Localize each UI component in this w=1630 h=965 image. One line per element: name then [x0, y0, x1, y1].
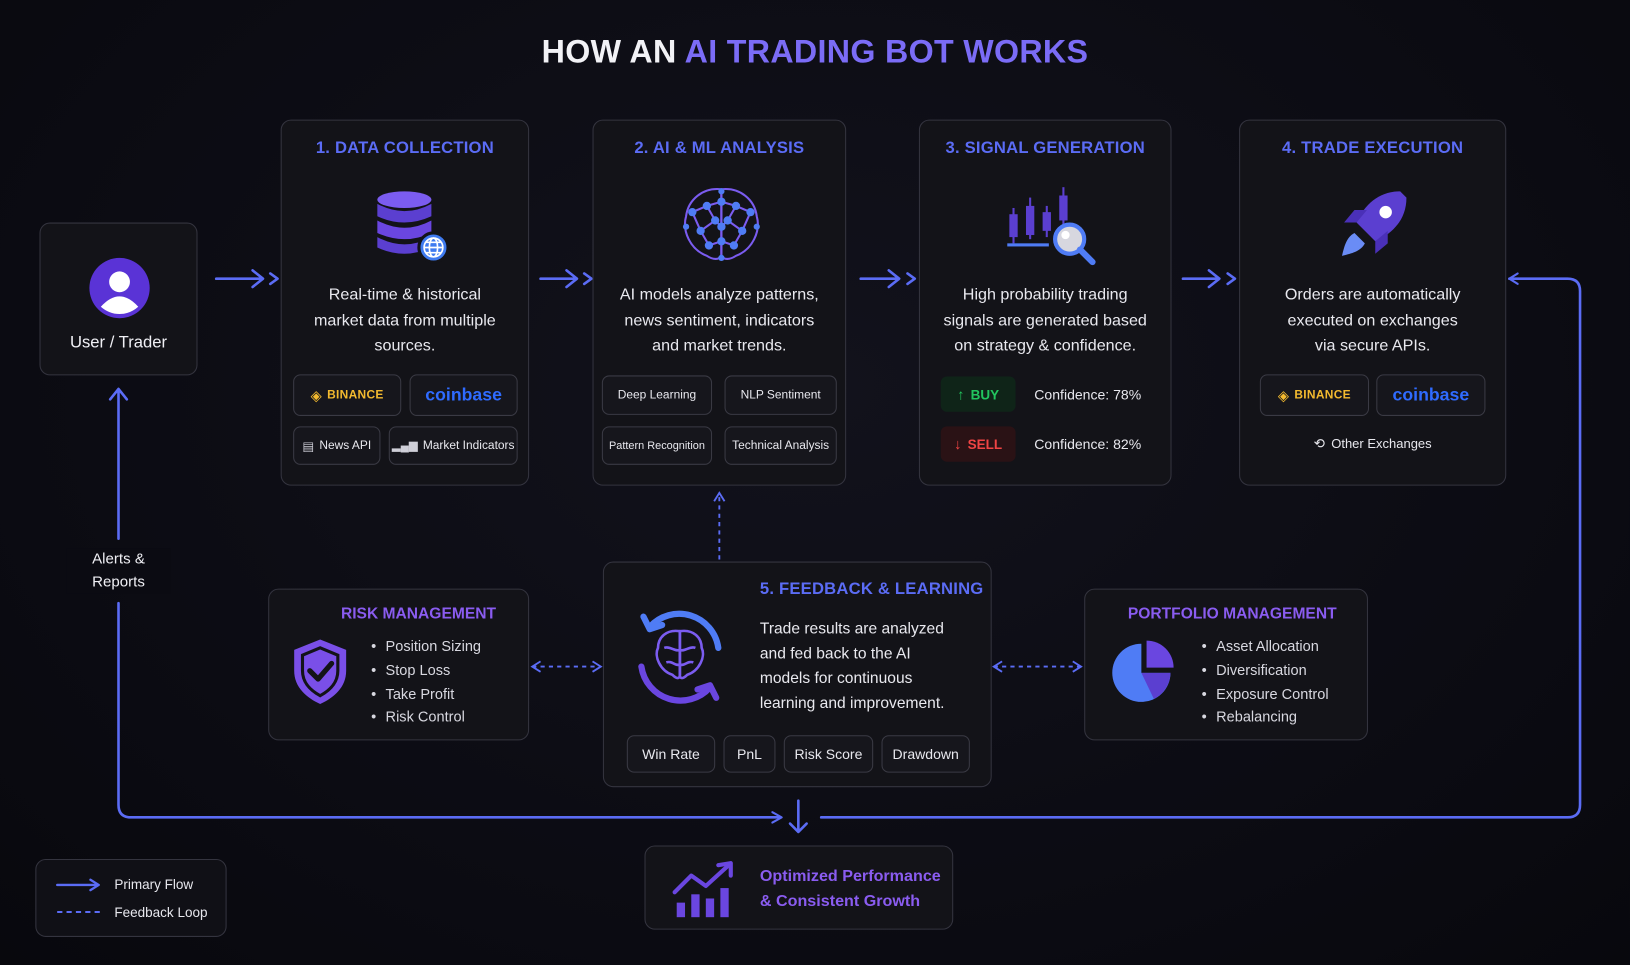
ai-ml-analysis-card: 2. AI & ML ANALYSIS AI models analyze pa…: [592, 119, 847, 486]
binance-chip: ◈ BINANCE: [1259, 374, 1370, 416]
outcome-card: Optimized Performance & Consistent Growt…: [644, 845, 954, 930]
arrow-collection-to-analysis: [539, 269, 593, 289]
data-collection-card: 1. DATA COLLECTION Real-time & historica…: [280, 119, 530, 486]
coinbase-chip: coinbase: [1376, 374, 1486, 416]
binance-icon: ◈: [310, 386, 322, 403]
arrow-user-to-collection: [214, 269, 279, 289]
buy-signal-badge: ↑ BUY: [940, 376, 1016, 412]
win-rate-chip: Win Rate: [626, 735, 716, 773]
pattern-recognition-chip: Pattern Recognition: [601, 426, 713, 465]
feedback-learning-title: 5. FEEDBACK & LEARNING: [759, 580, 984, 598]
sell-confidence: Confidence: 82%: [1034, 436, 1142, 453]
neural-brain-icon: [682, 188, 760, 262]
return-loop-right: [819, 277, 1582, 819]
trade-execution-card: 4. TRADE EXECUTION Orders are automatica…: [1239, 119, 1507, 486]
news-api-chip: ▤ News API: [293, 426, 381, 465]
feedback-loop-legend-icon: [57, 910, 100, 914]
ai-ml-analysis-desc: AI models analyze patterns, news sentime…: [619, 285, 819, 355]
candlestick-search-icon: [1007, 187, 1096, 266]
primary-flow-label: Primary Flow: [114, 876, 194, 893]
arrow-analysis-to-signal: [859, 269, 917, 289]
primary-flow-legend-icon: [56, 878, 100, 892]
exchange-icon: ⟲: [1313, 435, 1326, 452]
pie-chart-icon: [1112, 640, 1174, 702]
user-icon: [89, 257, 150, 319]
deep-learning-chip: Deep Learning: [601, 375, 713, 415]
return-loop-left: [117, 601, 781, 819]
feedback-learning-card: 5. FEEDBACK & LEARNING Trade results are…: [602, 561, 992, 788]
page-title: HOW AN AI TRADING BOT WORKS: [541, 33, 1089, 70]
sell-signal-badge: ↓ SELL: [940, 426, 1016, 462]
list-item: Rebalancing: [1202, 705, 1329, 729]
trade-execution-desc: Orders are automatically executed on exc…: [1284, 285, 1461, 355]
growth-chart-icon: [672, 861, 733, 918]
legend: Primary Flow Feedback Loop: [35, 858, 227, 937]
arrow-up-icon: ↑: [957, 385, 965, 403]
binance-chip: ◈ BINANCE: [293, 374, 402, 416]
risk-list: Position Sizing Stop Loss Take Profit Ri…: [371, 634, 481, 729]
alerts-reports-label: Alerts & Reports: [66, 548, 171, 594]
data-collection-title: 1. DATA COLLECTION: [315, 139, 494, 158]
feedback-loop-label: Feedback Loop: [114, 904, 208, 921]
nlp-sentiment-chip: NLP Sentiment: [724, 375, 837, 415]
risk-management-card: RISK MANAGEMENT Position Sizing Stop Los…: [268, 588, 530, 741]
shield-check-icon: [294, 639, 347, 705]
buy-confidence: Confidence: 78%: [1034, 386, 1142, 403]
arrow-signal-to-execution: [1181, 269, 1237, 289]
outcome-text: Optimized Performance & Consistent Growt…: [759, 867, 941, 910]
trade-execution-title: 4. TRADE EXECUTION: [1282, 139, 1464, 158]
signal-generation-title: 3. SIGNAL GENERATION: [945, 139, 1145, 158]
rocket-icon: [1341, 191, 1407, 256]
risk-score-chip: Risk Score: [783, 735, 874, 773]
list-item: Take Profit: [371, 682, 481, 706]
market-indicators-chip: ▂▄▆ Market Indicators: [388, 426, 518, 465]
signal-generation-desc: High probability trading signals are gen…: [943, 285, 1147, 355]
drawdown-chip: Drawdown: [881, 735, 970, 773]
other-exchanges-label: ⟲ Other Exchanges: [1313, 435, 1432, 452]
signal-generation-card: 3. SIGNAL GENERATION High probability tr…: [918, 119, 1172, 486]
arrow-down-icon: ↓: [954, 435, 962, 453]
binance-icon: ◈: [1277, 386, 1290, 403]
data-collection-desc: Real-time & historical market data from …: [313, 285, 496, 355]
portfolio-management-card: PORTFOLIO MANAGEMENT Asset Allocation Di…: [1084, 588, 1368, 741]
list-item: Asset Allocation: [1202, 634, 1329, 658]
coinbase-chip: coinbase: [409, 374, 518, 416]
user-label: User / Trader: [69, 333, 168, 352]
portfolio-list: Asset Allocation Diversification Exposur…: [1202, 634, 1329, 729]
arrow-to-outcome: [788, 799, 808, 834]
portfolio-management-title: PORTFOLIO MANAGEMENT: [1127, 605, 1337, 623]
bar-chart-icon: ▂▄▆: [391, 439, 418, 453]
list-item: Position Sizing: [371, 634, 481, 658]
newspaper-icon: ▤: [302, 438, 315, 453]
pnl-chip: PnL: [723, 735, 776, 773]
brain-refresh-icon: [638, 610, 722, 704]
user-trader-card: User / Trader: [39, 222, 198, 376]
feedback-learning-desc: Trade results are analyzed and fed back …: [759, 619, 945, 713]
database-globe-icon: [377, 191, 450, 264]
list-item: Diversification: [1202, 658, 1329, 682]
technical-analysis-chip: Technical Analysis: [724, 426, 837, 465]
risk-management-title: RISK MANAGEMENT: [340, 605, 497, 623]
list-item: Stop Loss: [371, 658, 481, 682]
ai-ml-analysis-title: 2. AI & ML ANALYSIS: [634, 139, 805, 158]
list-item: Risk Control: [371, 705, 481, 729]
list-item: Exposure Control: [1202, 682, 1328, 706]
